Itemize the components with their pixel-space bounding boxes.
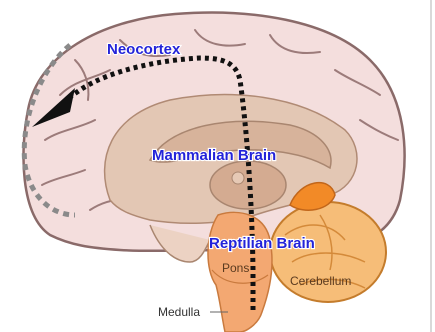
label-reptilian-brain: Reptilian Brain [209,235,315,252]
label-neocortex: Neocortex [107,41,181,58]
label-cerebellum: Cerebellum [290,274,351,288]
thalamus-shape [210,161,286,209]
label-pons: Pons [222,261,249,275]
label-medulla: Medulla [158,305,200,319]
thalamus-detail [232,172,244,184]
label-mammalian-brain: Mammalian Brain [152,147,276,164]
